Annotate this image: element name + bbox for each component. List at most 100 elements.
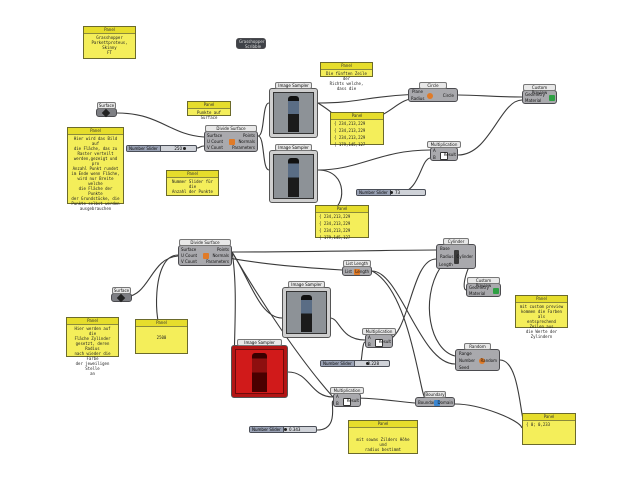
input-length[interactable]: Length bbox=[439, 262, 453, 267]
input-a[interactable]: A bbox=[368, 335, 371, 340]
multiplication-component[interactable]: Multiplication A B Result bbox=[330, 387, 364, 407]
panel-note-top[interactable]: Panel Die fünften Zeile der Richts welch… bbox=[320, 62, 373, 91]
output-parameters[interactable]: Parameters bbox=[206, 259, 229, 264]
boundary-component[interactable]: Boundary Boundary Domain bbox=[415, 391, 455, 407]
input-a[interactable]: A bbox=[433, 148, 436, 153]
surface-label: Surface bbox=[97, 102, 116, 109]
slider-knob[interactable] bbox=[390, 191, 393, 194]
input-surface[interactable]: Surface bbox=[181, 247, 197, 252]
panel-color-values[interactable]: Panel { 234,213,229 { 234,213,229 { 234,… bbox=[330, 112, 384, 147]
panel-punkte[interactable]: Panel Punkte auf Surface bbox=[187, 101, 231, 120]
input-v-count[interactable]: V Count bbox=[181, 259, 197, 264]
input-seed[interactable]: Seed bbox=[459, 365, 469, 370]
input-u-count[interactable]: U Count bbox=[181, 253, 198, 258]
input-plane[interactable]: Plane bbox=[412, 89, 423, 94]
input-b[interactable]: B bbox=[368, 342, 371, 347]
input-a[interactable]: A bbox=[336, 394, 339, 399]
surface-icon bbox=[101, 108, 111, 118]
custom-preview-component[interactable]: Custom Preview Geometry Material bbox=[522, 84, 557, 104]
multiplication-component[interactable]: Multiplication A B Result bbox=[427, 141, 461, 161]
image-sampler-red[interactable]: Image Sampler bbox=[231, 339, 288, 398]
divide-surface-component[interactable]: Divide Surface Surface U Count V Count P… bbox=[204, 125, 258, 152]
panel-title: Panel bbox=[68, 128, 123, 135]
multiply-icon bbox=[343, 398, 351, 406]
input-boundary[interactable]: Boundary bbox=[418, 400, 438, 405]
panel-output[interactable]: Panel { 0; 0,233 bbox=[522, 413, 576, 445]
panel-description[interactable]: Panel Hier wird das Bild auf die Fläche,… bbox=[67, 127, 124, 211]
input-radius[interactable]: Radius bbox=[411, 96, 425, 101]
slider-value: 73 bbox=[395, 190, 401, 195]
number-slider-factor[interactable]: Number Slider 73 bbox=[356, 189, 426, 196]
output-result[interactable]: Result bbox=[443, 152, 456, 157]
panel-nummer[interactable]: Panel Nummer Slider für die Anzahl der P… bbox=[166, 170, 219, 196]
input-base[interactable]: Base bbox=[440, 246, 450, 251]
output-cylinder[interactable]: Cylinder bbox=[456, 254, 473, 259]
panel-value[interactable]: Panel 2500 bbox=[135, 319, 188, 354]
output-points[interactable]: Points bbox=[216, 247, 229, 252]
surface-param[interactable]: Surface bbox=[96, 102, 117, 118]
component-title: Boundary bbox=[424, 391, 446, 398]
panel-info[interactable]: Panel Grasshopper Parkettproteus, Skinny… bbox=[83, 26, 136, 59]
image-sampler-lower[interactable]: Image Sampler bbox=[282, 281, 331, 338]
number-slider-u[interactable]: Number Slider 250 bbox=[126, 145, 197, 152]
panel-line: { 234,213,229 bbox=[319, 228, 351, 233]
divide-surface-component[interactable]: Divide Surface Surface U Count V Count P… bbox=[178, 239, 232, 266]
surface-param[interactable]: Surface bbox=[111, 287, 132, 303]
input-material[interactable]: Material bbox=[469, 291, 486, 296]
slider-label: Number Slider bbox=[357, 190, 391, 195]
panel-color-values[interactable]: Panel { 234,213,229 { 234,213,229 { 234,… bbox=[315, 205, 369, 240]
panel-line: { 179,145,127 bbox=[334, 142, 366, 147]
sampler-preview-image bbox=[235, 349, 284, 394]
multiplication-component[interactable]: Multiplication A B Result bbox=[362, 328, 396, 348]
input-material[interactable]: Material bbox=[525, 98, 542, 103]
input-geometry[interactable]: Geometry bbox=[469, 285, 489, 290]
panel-text: Punkte auf Surface bbox=[196, 110, 224, 120]
input-b[interactable]: B bbox=[336, 401, 339, 406]
panel-title: Panel bbox=[523, 414, 575, 421]
custom-preview-component[interactable]: Custom Preview Geometry Material bbox=[466, 277, 501, 297]
slider-knob[interactable] bbox=[284, 428, 287, 431]
output-random[interactable]: Random bbox=[480, 358, 497, 363]
component-title: Divide Surface bbox=[205, 125, 257, 132]
circle-component[interactable]: Circle Plane Radius Circle bbox=[408, 82, 458, 102]
input-v-count[interactable]: V Count bbox=[207, 145, 223, 150]
sampler-preview-image bbox=[273, 154, 314, 199]
image-sampler-top[interactable]: Image Sampler bbox=[269, 82, 318, 138]
cylinder-component[interactable]: Cylinder Base Radius Length Cylinder bbox=[436, 238, 476, 269]
output-points[interactable]: Points bbox=[242, 133, 255, 138]
panel-line: { 179,145,127 bbox=[319, 235, 351, 240]
list-icon bbox=[354, 269, 360, 275]
slider-knob[interactable] bbox=[183, 147, 186, 150]
input-geometry[interactable]: Geometry bbox=[525, 92, 545, 97]
image-sampler-middle[interactable]: Image Sampler bbox=[269, 144, 318, 203]
panel-text: mit custom preview kommen die Farben als… bbox=[519, 304, 564, 339]
input-range[interactable]: Range bbox=[459, 351, 472, 356]
output-result[interactable]: Result bbox=[346, 398, 359, 403]
output-length[interactable]: Length bbox=[355, 269, 369, 274]
component-title: Random bbox=[464, 343, 491, 350]
panel-description-bottom[interactable]: Panel Hier werden auf die Fläche Zylinde… bbox=[66, 317, 119, 376]
input-radius[interactable]: Radius bbox=[440, 254, 454, 259]
output-domain[interactable]: Domain bbox=[437, 400, 453, 405]
output-parameters[interactable]: Parameters bbox=[232, 145, 255, 150]
random-component[interactable]: Random Range Number Seed Random bbox=[455, 343, 500, 371]
input-surface[interactable]: Surface bbox=[207, 133, 223, 138]
input-b[interactable]: B bbox=[433, 155, 436, 160]
panel-description-right[interactable]: Panel mit custom preview kommen die Farb… bbox=[515, 295, 568, 339]
output-normals[interactable]: Normals bbox=[212, 253, 229, 258]
list-length-component[interactable]: List Length List Length bbox=[342, 260, 372, 276]
slider-knob[interactable] bbox=[366, 362, 369, 365]
number-slider-height[interactable]: Number Slider 0.343 bbox=[249, 426, 317, 433]
output-normals[interactable]: Normals bbox=[238, 139, 255, 144]
output-result[interactable]: Result bbox=[378, 339, 391, 344]
multiply-icon bbox=[440, 152, 448, 160]
input-number[interactable]: Number bbox=[459, 358, 476, 363]
output-circle[interactable]: Circle bbox=[442, 93, 454, 98]
panel-height-note[interactable]: Panel mit sowas Zilders Höhe und radius … bbox=[348, 420, 418, 454]
input-u-count[interactable]: U Count bbox=[207, 139, 224, 144]
panel-text: Grasshopper Parkettproteus, Skinny FT bbox=[91, 35, 128, 55]
number-slider-scale[interactable]: Number Slider 0.228 bbox=[320, 360, 390, 367]
panel-text: Die fünften Zeile der Richts welche, das… bbox=[326, 71, 367, 91]
scribble-component[interactable]: Grasshopper Scribble bbox=[236, 38, 266, 49]
input-list[interactable]: List bbox=[345, 269, 352, 274]
